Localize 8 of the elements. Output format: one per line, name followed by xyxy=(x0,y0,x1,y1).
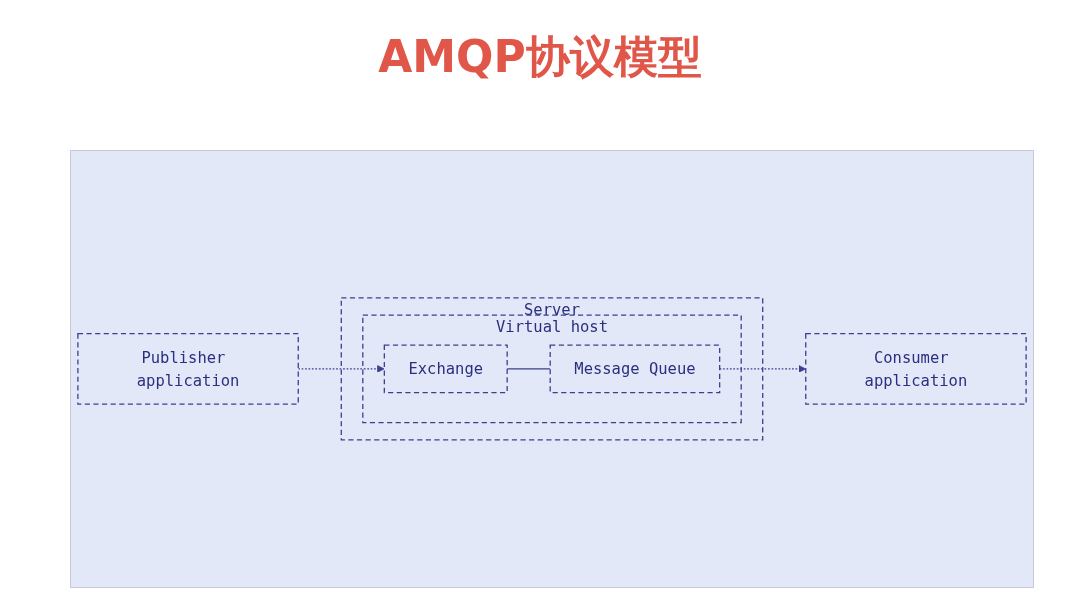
cluster xyxy=(340,297,764,441)
diagram-panel: Server Virtual host Exchange Message Queue Publisher application Consumer application xyxy=(70,150,1034,588)
node-box xyxy=(77,333,299,405)
cluster xyxy=(362,314,742,424)
node-box xyxy=(549,344,721,394)
node-box xyxy=(805,333,1027,405)
node-box xyxy=(383,344,508,394)
title: AMQP协议模型 xyxy=(377,30,703,84)
